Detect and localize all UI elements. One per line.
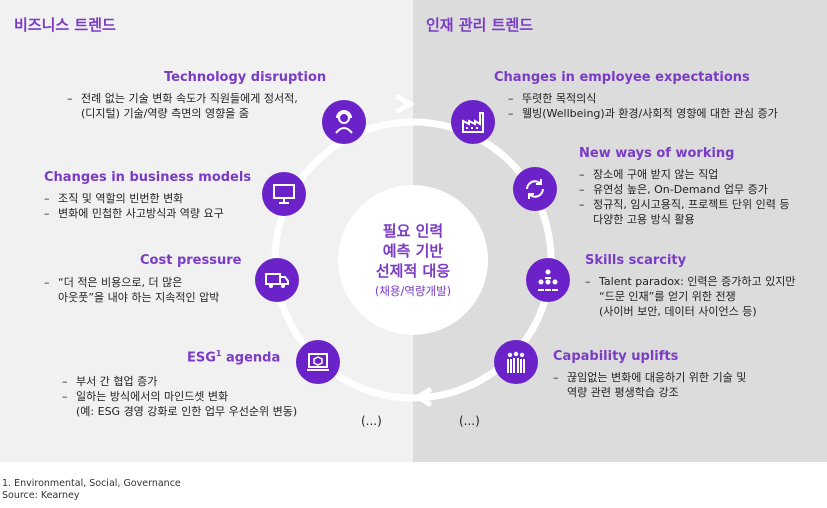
bullet-text: 뚜렷한 목적의식 [522, 92, 597, 105]
bullet-text: 부서 간 협업 증가 [76, 375, 158, 388]
bullets-changes-business-models: –조직 및 역할의 빈번한 변화 –변화에 민첩한 사고방식과 역량 요구 [44, 191, 224, 221]
bullet-dash: – [44, 192, 50, 205]
bullet-dash: – [553, 371, 559, 384]
bullet-text: 조직 및 역할의 빈번한 변화 [58, 192, 184, 205]
bullet-text: Talent paradox: 인력은 증가하고 있지만 [599, 275, 796, 288]
bullet-dash: – [67, 92, 73, 105]
heading-employee-expectations: Changes in employee expectations [494, 70, 750, 85]
top-arrow-icon [394, 93, 416, 115]
heading-esg-text: ESG [187, 350, 216, 366]
footnote-line-1: 1. Environmental, Social, Governance [2, 478, 181, 489]
bullet-dash: – [62, 390, 68, 403]
heading-cost-pressure: Cost pressure [140, 253, 242, 268]
bullets-cost-pressure: –“더 적은 비용으로, 더 많은 아웃풋”을 내야 하는 지속적인 압박 [44, 275, 219, 305]
bullet-text: “더 적은 비용으로, 더 많은 [58, 276, 183, 289]
bullet-text: 유연성 높은, On-Demand 업무 증가 [593, 183, 768, 196]
bullet-cont: (예: ESG 경영 강화로 인한 업무 우선순위 변동) [76, 405, 298, 418]
bullet-dash: – [44, 276, 50, 289]
group-people-icon [494, 340, 538, 384]
bullet-text: 변화에 민첩한 사고방식과 역량 요구 [58, 207, 224, 220]
refresh-cycle-icon [513, 167, 557, 211]
bottom-arrow-icon [413, 386, 433, 408]
bullets-capability-uplifts: –끊임없는 변화에 대응하기 위한 기술 및 역량 관련 평생학습 강조 [553, 370, 746, 400]
bullets-employee-expectations: –뚜렷한 목적의식 –웰빙(Wellbeing)과 환경/사회적 영향에 대한 … [508, 91, 778, 121]
factory-icon [451, 100, 495, 144]
bullet-text: 정규직, 임시고용직, 프로젝트 단위 인력 등 [593, 198, 790, 211]
heading-changes-business-models: Changes in business models [44, 170, 252, 185]
heading-esg-footnote-mark: 1 [215, 349, 222, 358]
center-line-2: 예측 기반 [382, 242, 444, 260]
bullets-new-ways-of-working: –장소에 구애 받지 않는 직업 –유연성 높은, On-Demand 업무 증… [579, 167, 790, 227]
person-headset-icon [322, 100, 366, 144]
heading-esg-tail: agenda [221, 350, 281, 366]
heading-technology-disruption: Technology disruption [164, 70, 327, 85]
heading-esg-agenda: ESG1 agenda [187, 349, 280, 365]
bullets-skills-scarcity: –Talent paradox: 인력은 증가하고 있지만 “드문 인재”를 얻… [585, 274, 796, 319]
bullet-dash: – [508, 92, 514, 105]
bullet-dash: – [579, 198, 585, 211]
heading-new-ways-of-working: New ways of working [579, 146, 735, 161]
center-line-3: 선제적 대응 [375, 262, 451, 280]
bullet-cont: “드문 인재”를 얻기 위한 전쟁 [599, 290, 736, 303]
left-section-title: 비즈니스 트렌드 [14, 16, 116, 34]
bullet-text: 웰빙(Wellbeing)과 환경/사회적 영향에 대한 관심 증가 [522, 107, 778, 120]
bullet-cont: 아웃풋”을 내야 하는 지속적인 압박 [58, 291, 220, 304]
bullet-text: 끊임없는 변화에 대응하기 위한 기술 및 [567, 371, 747, 384]
center-goal: 필요 인력 예측 기반 선제적 대응 (채용/역량개발) [338, 185, 488, 335]
bullet-dash: – [579, 183, 585, 196]
bullet-dash: – [579, 168, 585, 181]
footnote: 1. Environmental, Social, Governance Sou… [2, 478, 181, 502]
bullets-esg-agenda: –부서 간 협업 증가 –일하는 방식에서의 마인드셋 변화 (예: ESG 경… [62, 374, 297, 419]
bullet-text: 일하는 방식에서의 마인드셋 변화 [76, 390, 229, 403]
bullet-cont-2: (사이버 보안, 데이터 사이언스 등) [599, 305, 757, 318]
bullet-dash: – [508, 107, 514, 120]
heading-capability-uplifts: Capability uplifts [553, 349, 679, 364]
bullet-dash: – [585, 275, 591, 288]
bullet-cont: 역량 관련 평생학습 강조 [567, 386, 679, 399]
delivery-truck-icon [255, 258, 299, 302]
right-section-title: 인재 관리 트렌드 [426, 16, 534, 34]
bullet-cont: 다양한 고용 방식 활용 [593, 213, 695, 226]
footnote-source: Source: Kearney [2, 490, 80, 501]
people-network-icon [526, 258, 570, 302]
bullets-technology-disruption: –전례 없는 기술 변화 속도가 직원들에게 정서적, (디지털) 기술/역량 … [67, 91, 298, 121]
bullet-dash: – [62, 375, 68, 388]
laptop-cube-icon [296, 340, 340, 384]
heading-skills-scarcity: Skills scarcity [585, 253, 687, 268]
bullet-cont: (디지털) 기술/역량 측면의 영향을 줌 [81, 107, 249, 120]
bullet-text: 장소에 구애 받지 않는 직업 [593, 168, 719, 181]
center-line-1: 필요 인력 [382, 222, 444, 240]
center-subtitle: (채용/역량개발) [374, 284, 452, 298]
monitor-icon [262, 172, 306, 216]
ellipsis-right: (...) [459, 414, 480, 428]
ellipsis-left: (...) [361, 414, 382, 428]
bullet-text: 전례 없는 기술 변화 속도가 직원들에게 정서적, [81, 92, 298, 105]
bullet-dash: – [44, 207, 50, 220]
